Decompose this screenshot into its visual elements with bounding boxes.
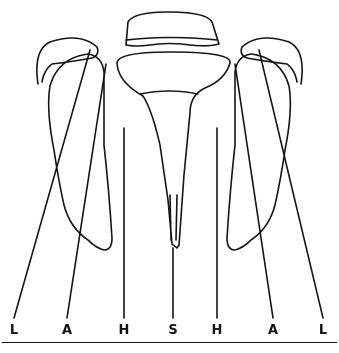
central-stem-inner-right	[176, 195, 177, 240]
indicator-line-far-right	[259, 50, 323, 318]
label-right-h: H	[207, 321, 227, 341]
label-left-h: H	[114, 321, 134, 341]
central-stem-inner-left	[170, 195, 171, 240]
indicator-line-right-a	[235, 64, 273, 318]
indicator-line-far-left	[14, 50, 90, 318]
label-far-right: L	[313, 321, 333, 341]
label-far-left: L	[4, 321, 24, 341]
central-body-outline	[117, 52, 230, 248]
central-body-inner-line	[140, 91, 198, 94]
indicator-line-left-a	[67, 64, 106, 318]
top-cap-outline	[126, 12, 219, 46]
label-right-a: A	[263, 321, 283, 341]
label-center: S	[163, 321, 183, 341]
label-row: L A H S H A L	[0, 321, 339, 341]
top-cap-inner-line	[126, 38, 217, 41]
label-left-a: A	[57, 321, 77, 341]
baseline-rule	[2, 342, 337, 343]
